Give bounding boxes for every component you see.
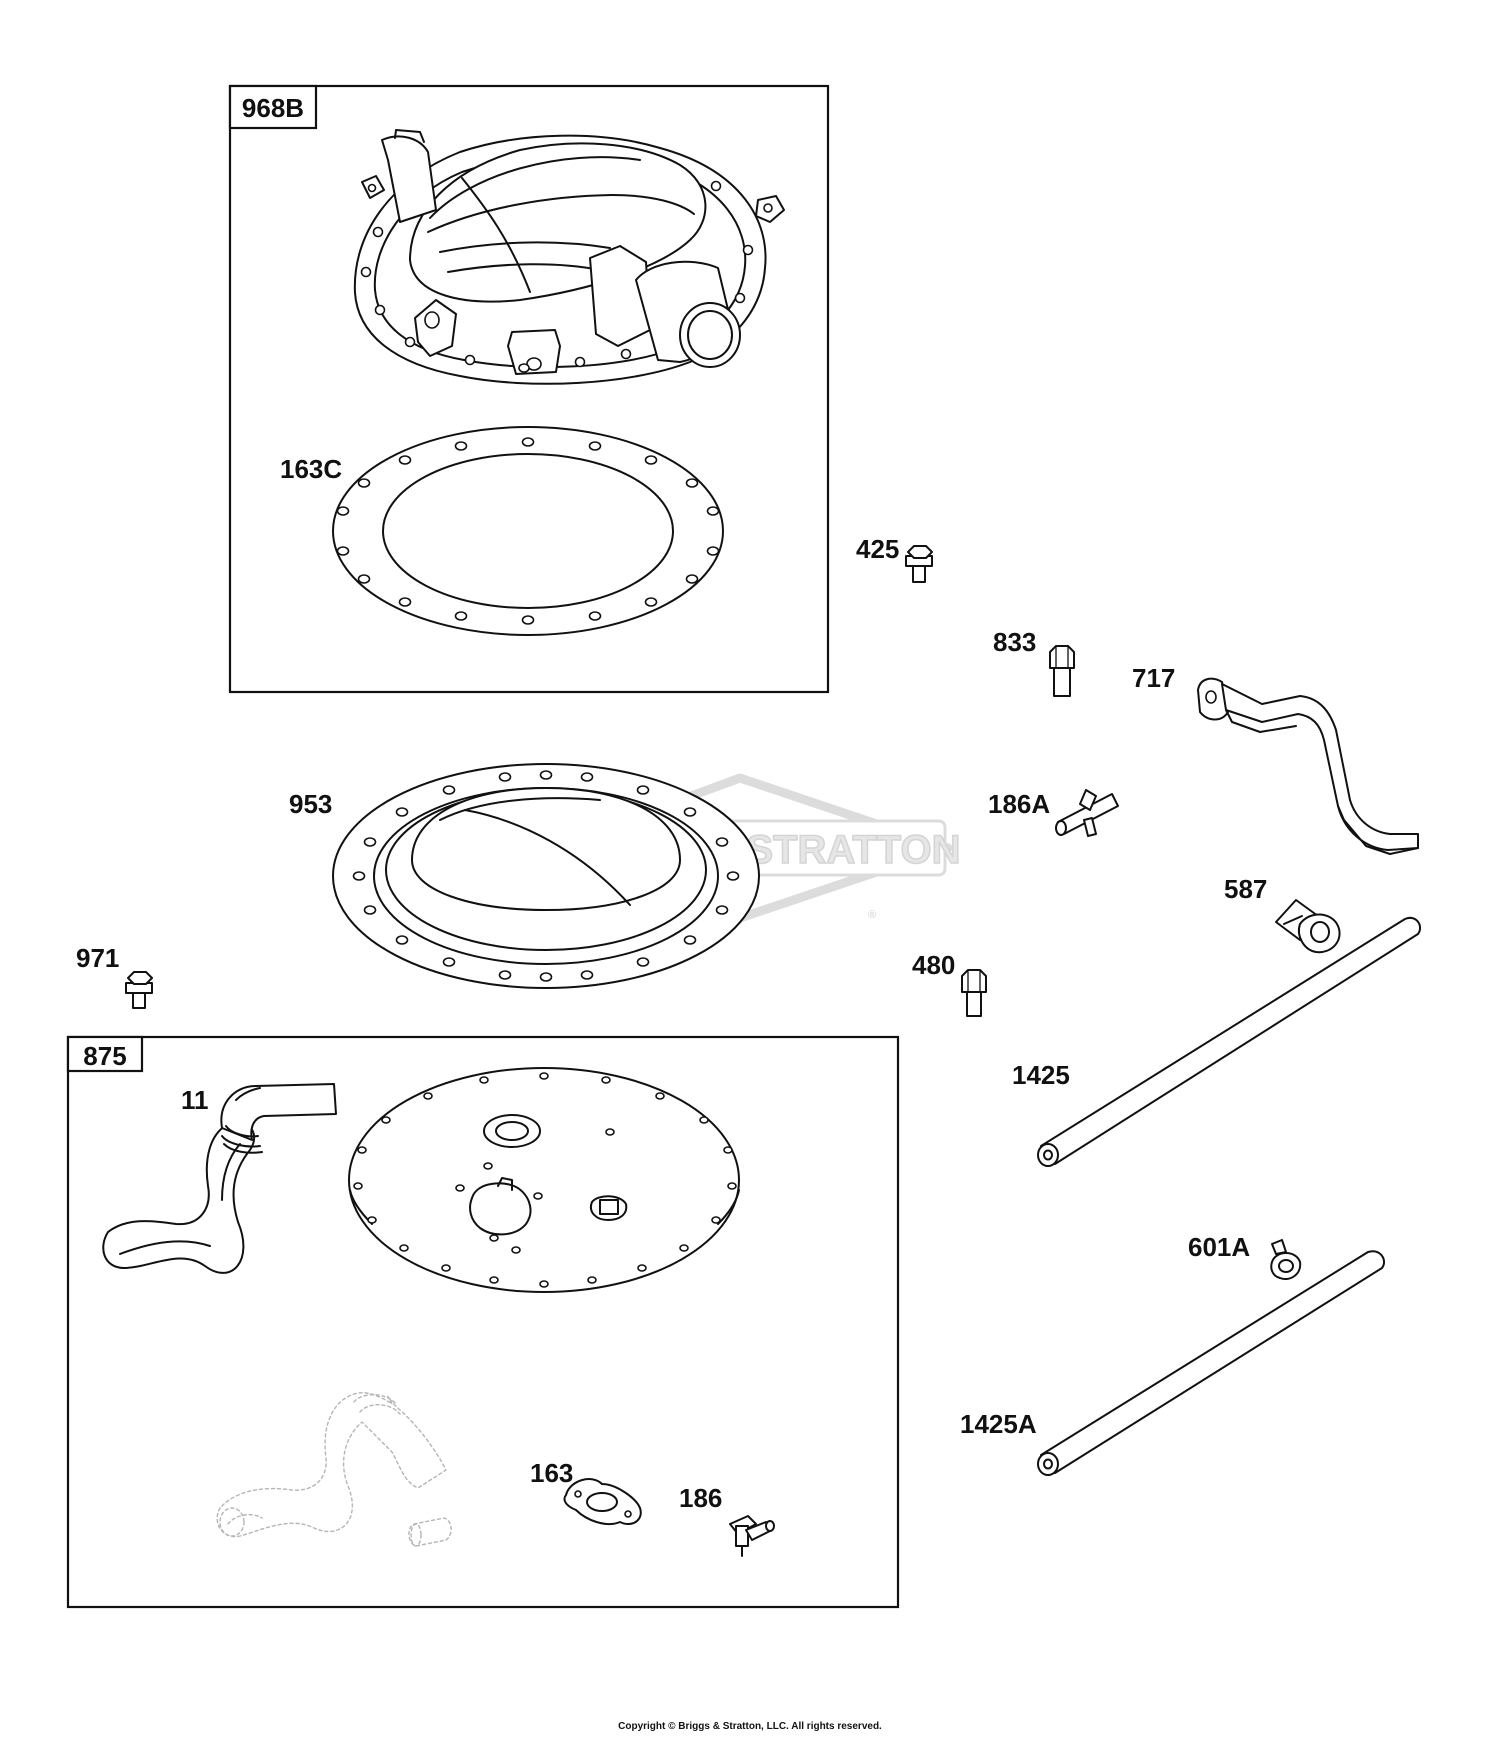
callout-953: 953 (289, 789, 332, 819)
tube-1425-drawing (1037, 916, 1422, 1167)
callout-587: 587 (1224, 874, 1267, 904)
callout-1425A: 1425A (960, 1409, 1037, 1439)
bolt-971-drawing (125, 971, 153, 1009)
callout-971: 971 (76, 943, 119, 973)
gasket-163C-bolt-holes (336, 437, 720, 625)
pump-cover-drawing (353, 129, 785, 385)
kit-box-875: 875 (66, 1035, 900, 1609)
callout-968B: 968B (242, 93, 304, 123)
cover-plate-holes (353, 1072, 737, 1288)
callout-1425: 1425 (1012, 1060, 1070, 1090)
bolt-480-drawing (961, 969, 987, 1017)
callout-186: 186 (679, 1483, 722, 1513)
callout-601A: 601A (1188, 1232, 1250, 1262)
fitting-186A-drawing (1055, 789, 1119, 837)
kit-box-968B: 968B (228, 84, 830, 694)
watermark-registered-mark: ® (868, 909, 876, 921)
diaphragm-953-drawing (332, 763, 760, 989)
callout-875: 875 (83, 1041, 126, 1071)
hose-11-drawing (102, 1083, 337, 1274)
callout-480: 480 (912, 950, 955, 980)
callout-717: 717 (1132, 663, 1175, 693)
gasket-163C-drawing (332, 426, 724, 636)
tube-1425A-drawing (1037, 1250, 1386, 1476)
bolt-833-drawing (1049, 645, 1075, 697)
callout-833: 833 (993, 627, 1036, 657)
diaphragm-953-bolt-holes (352, 770, 740, 982)
clamp-601A-drawing (1270, 1239, 1302, 1280)
callout-163: 163 (530, 1458, 573, 1488)
copyright-notice: Copyright © Briggs & Stratton, LLC. All … (618, 1721, 882, 1732)
bolt-425-drawing (905, 545, 933, 583)
gasket-163-drawing (563, 1478, 642, 1526)
callout-11: 11 (181, 1085, 209, 1115)
callout-186A: 186A (988, 789, 1050, 819)
bracket-717-drawing (1197, 677, 1419, 855)
cover-plate-drawing (348, 1067, 740, 1293)
fitting-186-drawing (729, 1515, 775, 1557)
clamp-587-drawing (1275, 899, 1341, 954)
callout-425: 425 (856, 534, 899, 564)
callout-163C: 163C (280, 454, 342, 484)
ghost-hose-reference (216, 1392, 452, 1547)
